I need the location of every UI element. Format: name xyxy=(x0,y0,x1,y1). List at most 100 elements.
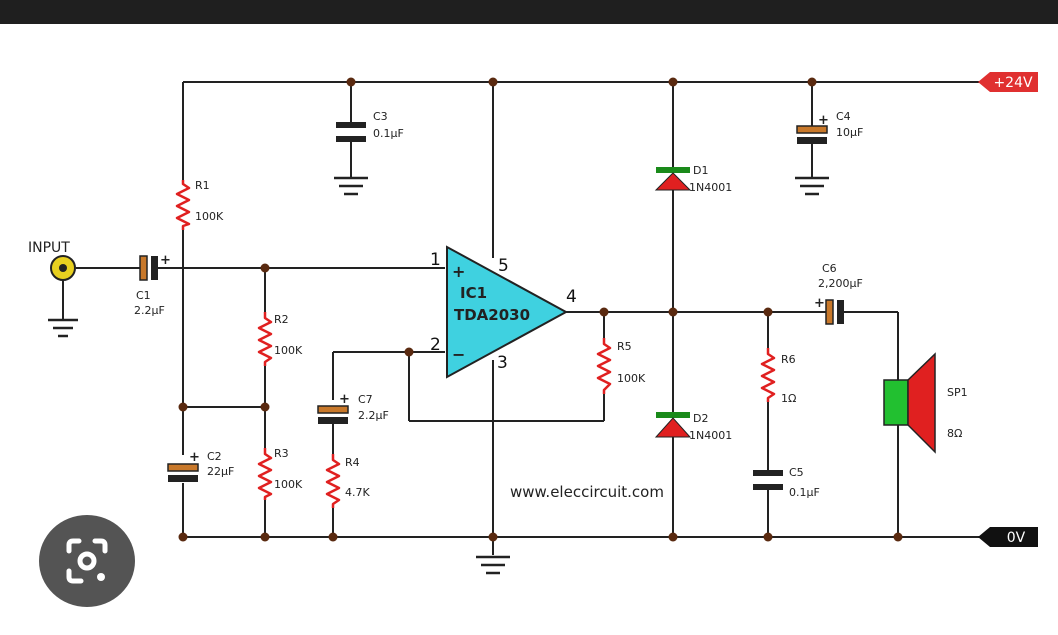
pin-4-label: 4 xyxy=(566,287,577,307)
r3-ref: R3 xyxy=(274,447,289,460)
d2-value: 1N4001 xyxy=(689,429,732,442)
c2-value: 22µF xyxy=(207,465,234,478)
r4-ref: R4 xyxy=(345,456,360,469)
resistor-r5 xyxy=(596,338,612,394)
speaker-sp1 xyxy=(883,352,936,454)
c1-ref: C1 xyxy=(136,289,151,302)
resistor-r6 xyxy=(760,348,776,402)
ground-symbols xyxy=(48,176,829,575)
r2-value: 100K xyxy=(274,344,303,357)
c6-polarity: + xyxy=(814,296,825,311)
r6-value: 1Ω xyxy=(781,392,796,405)
resistor-r3 xyxy=(257,448,273,500)
junction-dot xyxy=(668,307,678,317)
junction-dot xyxy=(404,347,414,357)
opamp-minus-sign: − xyxy=(452,345,465,364)
junction-dot xyxy=(763,532,773,542)
gnd-label: 0V xyxy=(1007,530,1026,546)
pin-2-label: 2 xyxy=(430,335,441,355)
ic-part: TDA2030 xyxy=(454,306,530,324)
ic1-tda2030 xyxy=(446,245,569,379)
capacitor-c3 xyxy=(336,122,366,142)
junction-dots xyxy=(178,77,903,542)
r1-ref: R1 xyxy=(195,179,210,192)
r1-value: 100K xyxy=(195,210,224,223)
c4-ref: C4 xyxy=(836,110,851,123)
capacitors xyxy=(139,122,844,490)
google-lens-button[interactable] xyxy=(39,515,135,607)
r5-ref: R5 xyxy=(617,340,632,353)
junction-dot xyxy=(668,532,678,542)
capacitor-c1 xyxy=(139,255,158,281)
sp1-value: 8Ω xyxy=(947,427,962,440)
pin-1-label: 1 xyxy=(430,250,441,270)
junction-dot xyxy=(328,532,338,542)
junction-dot xyxy=(893,532,903,542)
junction-dot xyxy=(488,532,498,542)
junction-dot xyxy=(488,77,498,87)
c2-ref: C2 xyxy=(207,450,222,463)
wires xyxy=(62,81,985,555)
junction-dot xyxy=(668,77,678,87)
input-label: INPUT xyxy=(28,240,70,256)
junction-dot xyxy=(178,402,188,412)
top-bar xyxy=(0,0,1058,24)
c2-polarity: + xyxy=(189,450,200,465)
capacitor-c4 xyxy=(796,125,828,144)
capacitor-c6 xyxy=(825,299,844,325)
junction-dot xyxy=(346,77,356,87)
resistor-r4 xyxy=(325,454,341,508)
ground-symbol xyxy=(48,318,78,338)
d1-ref: D1 xyxy=(693,164,708,177)
sp1-ref: SP1 xyxy=(947,386,968,399)
google-lens-icon xyxy=(66,538,108,584)
pin-3-label: 3 xyxy=(497,353,508,373)
c1-value: 2.2µF xyxy=(134,304,165,317)
r5-value: 100K xyxy=(617,372,646,385)
r2-ref: R2 xyxy=(274,313,289,326)
c5-value: 0.1µF xyxy=(789,486,820,499)
resistor-r1 xyxy=(175,180,191,230)
resistors xyxy=(175,180,776,508)
opamp-plus-sign: + xyxy=(452,262,465,281)
vplus-tag xyxy=(978,72,1038,92)
r3-value: 100K xyxy=(274,478,303,491)
r6-ref: R6 xyxy=(781,353,796,366)
d2-ref: D2 xyxy=(693,412,708,425)
c7-value: 2.2µF xyxy=(358,409,389,422)
website-label: www.eleccircuit.com xyxy=(510,483,664,501)
vplus-label: +24V xyxy=(993,75,1033,91)
junction-dot xyxy=(260,402,270,412)
c3-value: 0.1µF xyxy=(373,127,404,140)
pin-5-label: 5 xyxy=(498,256,509,276)
rail-tags xyxy=(978,72,1038,547)
c5-ref: C5 xyxy=(789,466,804,479)
diode-d1 xyxy=(654,167,692,191)
c7-ref: C7 xyxy=(358,393,373,406)
junction-dot xyxy=(599,307,609,317)
junction-dot xyxy=(178,532,188,542)
c4-value: 10µF xyxy=(836,126,863,139)
junction-dot xyxy=(260,532,270,542)
capacitor-c2 xyxy=(167,463,199,482)
ground-symbol xyxy=(795,176,829,196)
capacitor-c5 xyxy=(753,470,783,490)
c1-polarity: + xyxy=(160,253,171,268)
ground-symbol xyxy=(334,176,368,196)
ground-symbol xyxy=(476,555,510,575)
junction-dot xyxy=(763,307,773,317)
junction-dot xyxy=(807,77,817,87)
c6-value: 2,200µF xyxy=(818,277,863,290)
c4-polarity: + xyxy=(818,113,829,128)
input-jack xyxy=(50,255,76,281)
r4-value: 4.7K xyxy=(345,486,370,499)
c7-polarity: + xyxy=(339,392,350,407)
c3-ref: C3 xyxy=(373,110,388,123)
diodes xyxy=(654,167,692,438)
resistor-r2 xyxy=(257,312,273,366)
diode-d2 xyxy=(654,412,692,438)
c6-ref: C6 xyxy=(822,262,837,275)
junction-dot xyxy=(260,263,270,273)
labels: INPUT +24V 0V IC1 TDA2030 1 2 3 4 5 + − … xyxy=(28,75,1033,546)
